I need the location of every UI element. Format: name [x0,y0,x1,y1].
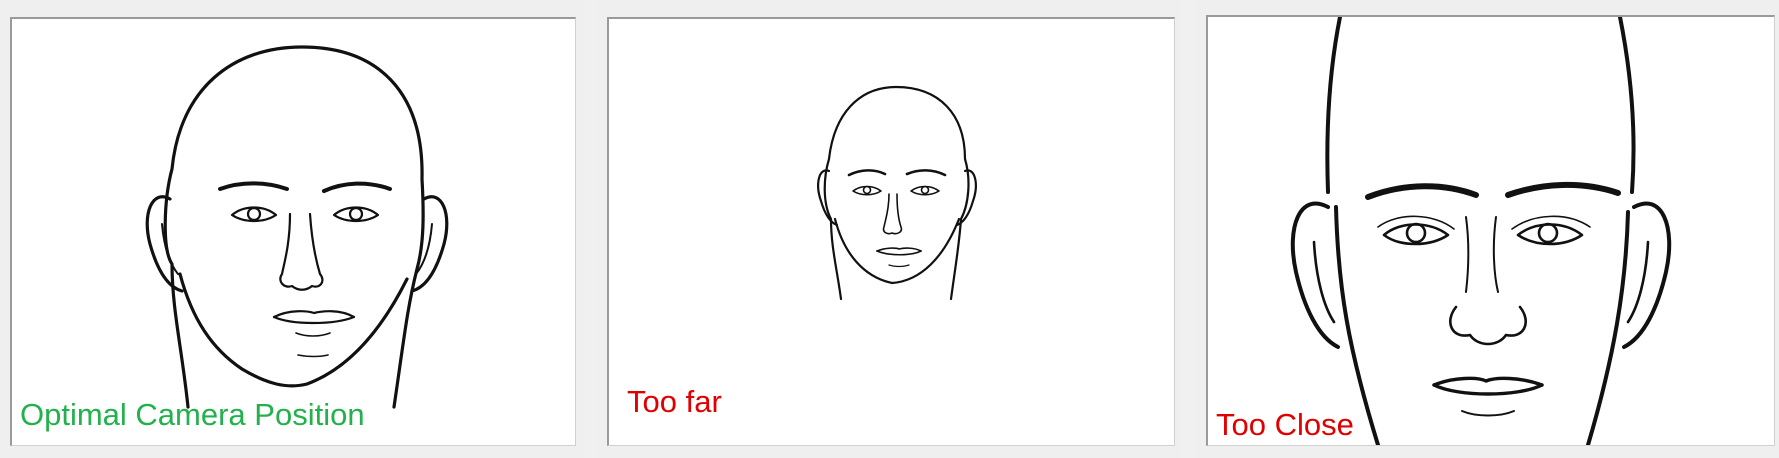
face-sketch-icon [817,85,977,301]
panel-too-far: Too far [597,0,1182,458]
panel-optimal: Optimal Camera Position [0,0,585,458]
caption-too-close: Too Close [1216,407,1354,442]
caption-too-far: Too far [627,384,722,419]
preview-frame-optimal: Optimal Camera Position [10,17,576,446]
caption-optimal: Optimal Camera Position [20,397,365,432]
preview-frame-too-far: Too far [607,17,1175,446]
face-sketch-icon [145,45,449,409]
panel-too-close: Too Close [1194,0,1779,458]
face-sketch-icon [1290,17,1672,445]
preview-frame-too-close: Too Close [1206,15,1775,446]
